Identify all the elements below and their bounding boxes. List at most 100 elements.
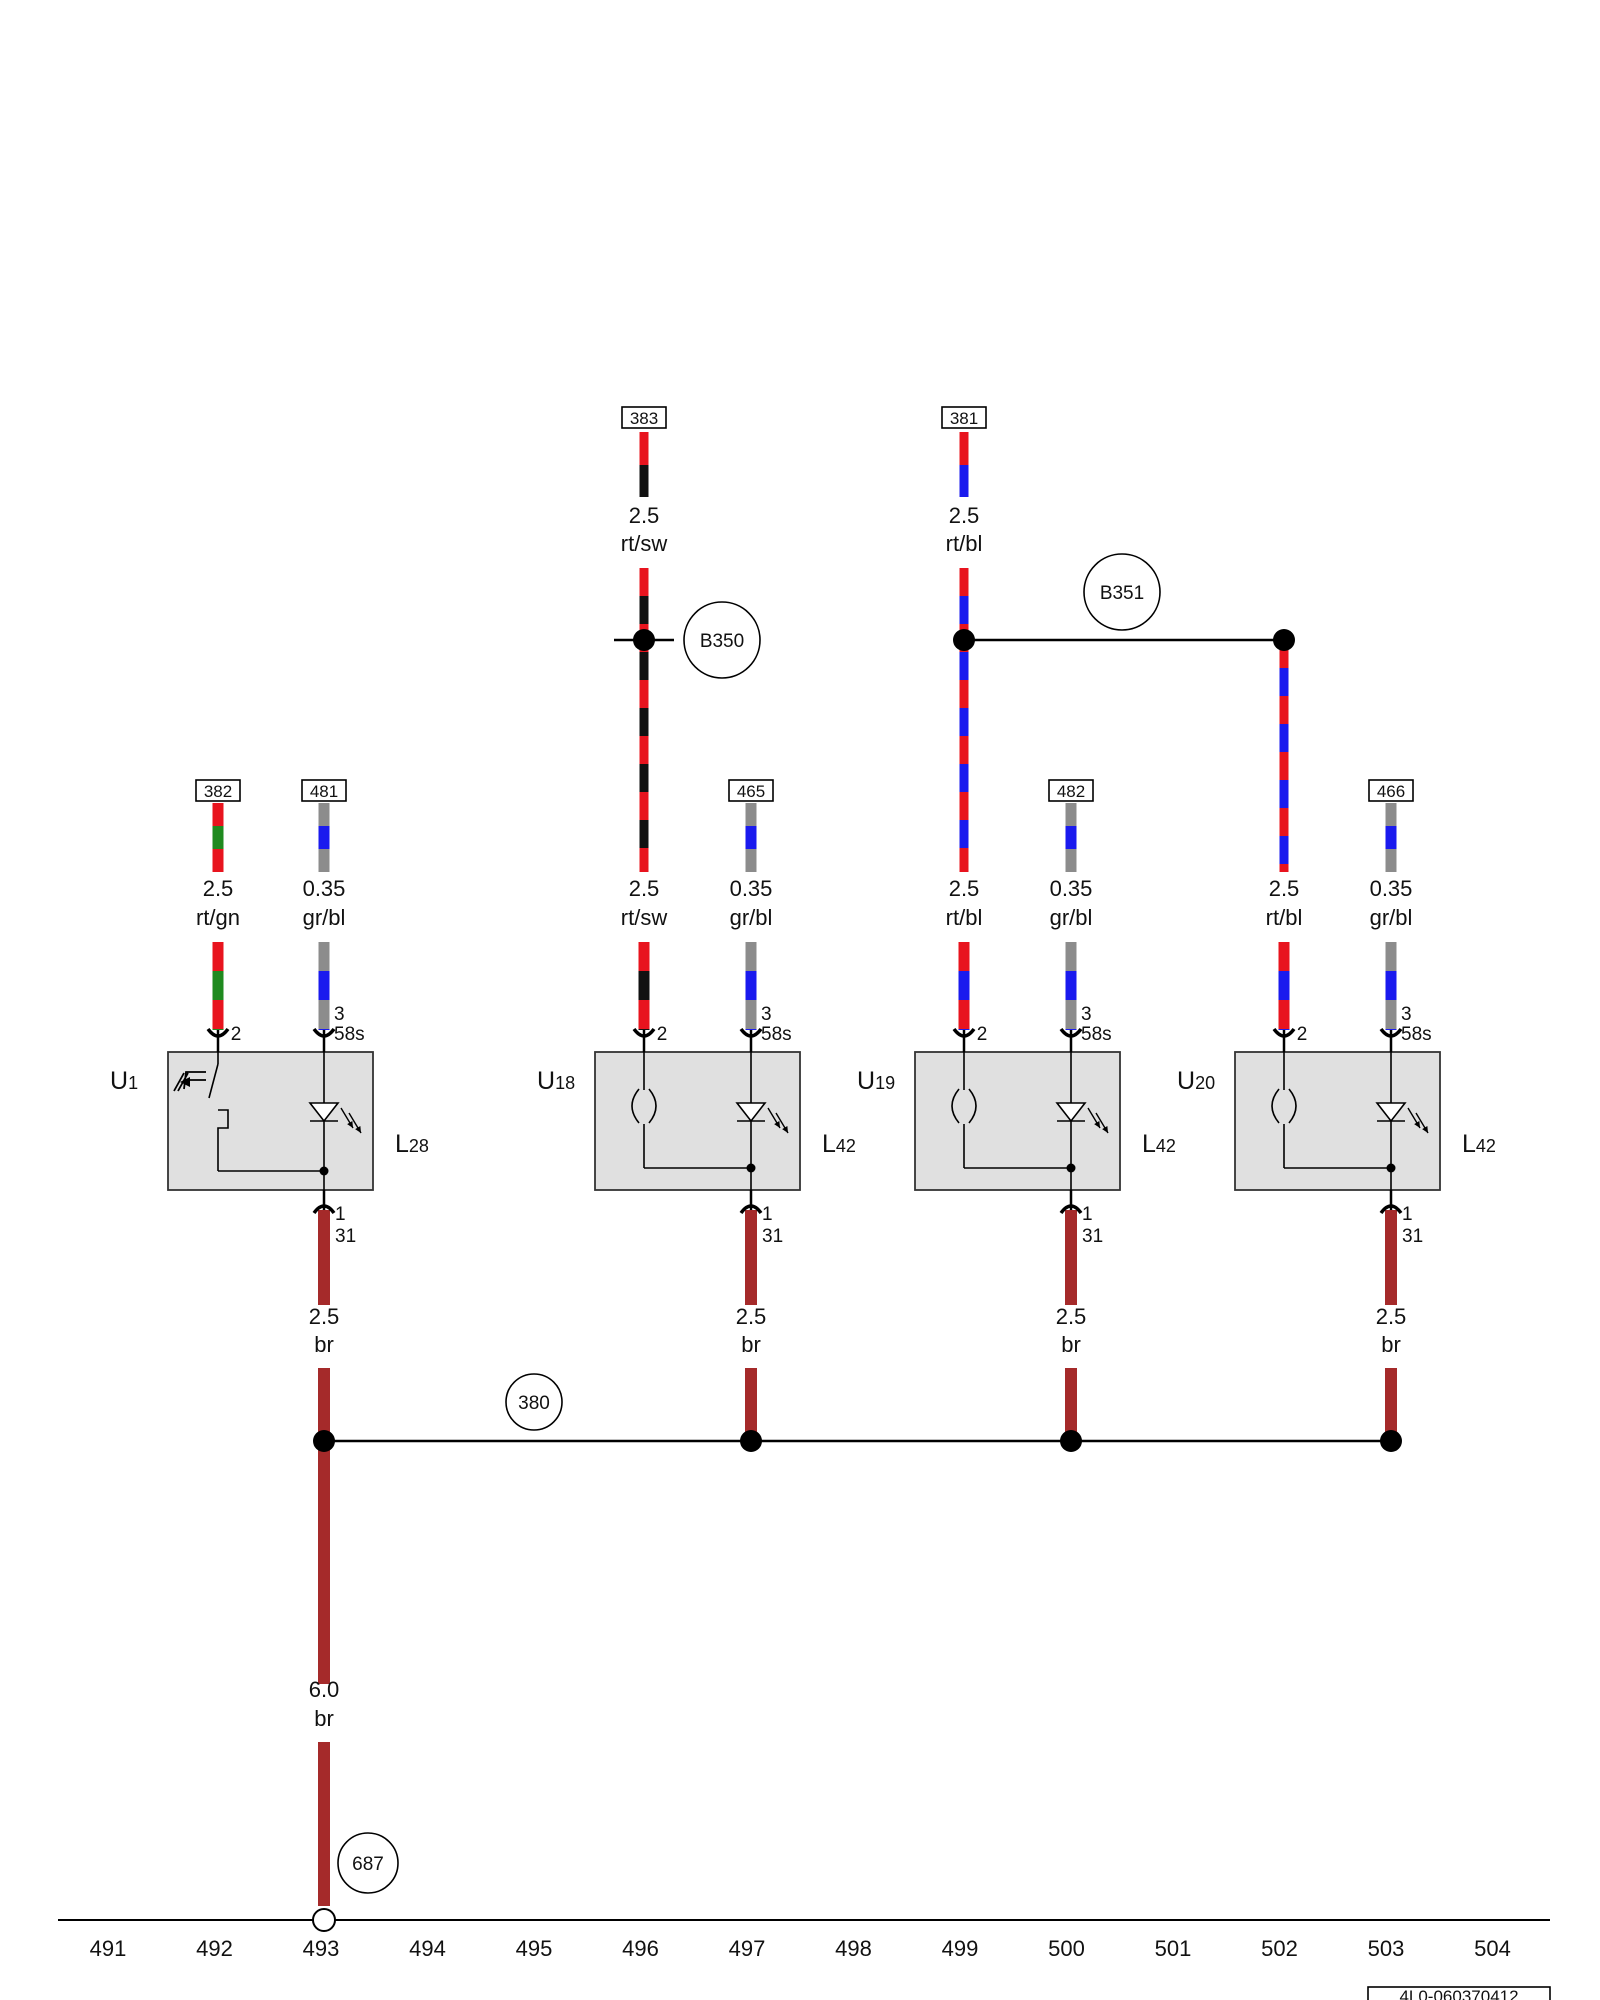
connection-687-label: 687 — [352, 1854, 384, 1875]
feed-wire-upper-482 — [1065, 803, 1077, 826]
internal-junction-dot — [1386, 1163, 1396, 1173]
feed-wire-lower — [638, 942, 650, 971]
wire-381-run — [959, 596, 969, 624]
feed-wire-lower — [318, 971, 330, 1000]
b351-label-circle — [1083, 553, 1161, 631]
wire-381-run — [959, 820, 969, 848]
main-ground-wire-upper — [318, 1441, 330, 1684]
lamp-letter: L — [1462, 1130, 1476, 1158]
feed-wire-ref-382-frame — [195, 779, 241, 802]
internal-junction-dot — [319, 1166, 329, 1176]
feed-wire-color: rt/bl — [1266, 905, 1303, 930]
ground-wire-upper — [1385, 1210, 1397, 1305]
feed-wire-ref-465: 465 — [737, 782, 765, 801]
ground-bus-node — [740, 1430, 762, 1452]
feed-wire-upper-465 — [745, 849, 757, 872]
feed-wire-ref-481-frame — [301, 779, 347, 802]
b351-node-right — [1273, 629, 1295, 651]
feed-wire-lower — [1385, 971, 1397, 1000]
b350-label-circle — [683, 601, 761, 679]
lamp-label: L42 — [822, 1130, 856, 1158]
pin-ground-terminal: 31 — [762, 1226, 783, 1247]
light-arrow-icon-head — [1094, 1121, 1100, 1128]
track-number: 497 — [729, 1936, 766, 1961]
wire-381-run — [959, 680, 969, 708]
feed-wire-lower — [958, 1000, 970, 1029]
wire-383-run — [639, 848, 649, 872]
feed-wire-lower — [212, 942, 224, 971]
feed-wire-color: rt/bl — [946, 905, 983, 930]
wire-383-run — [639, 708, 649, 736]
light-arrow-icon-head — [1414, 1121, 1420, 1128]
component-box-U20 — [1234, 1051, 1441, 1191]
pin-ground-terminal: 31 — [335, 1226, 356, 1247]
wire-381-run — [959, 792, 969, 820]
feed-wire-size: 0.35 — [303, 876, 346, 901]
ground-wire-lower — [745, 1368, 757, 1441]
chassis-ground-point — [312, 1908, 336, 1932]
feed-wire-size: 2.5 — [203, 876, 234, 901]
upper-wire-size: 2.5 — [629, 503, 660, 528]
ground-wire-upper — [318, 1210, 330, 1305]
feed-wire-ref-465-frame — [728, 779, 774, 802]
ground-wire-upper — [1065, 1210, 1077, 1305]
feed-wire-ref-481: 481 — [310, 782, 338, 801]
ground-wire-color: br — [741, 1332, 761, 1357]
upper-wire-381 — [959, 465, 969, 497]
lamp-diode-icon — [308, 1102, 340, 1123]
ground-wire-size: 2.5 — [1056, 1304, 1087, 1329]
lamp-diode-icon — [1055, 1102, 1087, 1123]
feed-wire-lower — [638, 1029, 650, 1030]
feed-wire-lower — [1278, 1029, 1290, 1030]
feed-wire-lower — [1278, 942, 1290, 971]
component-letter: U — [1177, 1067, 1195, 1095]
lamp-label: L42 — [1142, 1130, 1176, 1158]
wire-b351-branch — [1279, 640, 1289, 668]
lamp-diode-icon — [1375, 1102, 1407, 1123]
wire-381-run — [959, 764, 969, 792]
feed-wire-ref-466: 466 — [1377, 782, 1405, 801]
b350-node — [633, 629, 655, 651]
feed-wire-upper-481 — [318, 849, 330, 872]
light-arrow-icon-head — [355, 1126, 361, 1133]
track-number: 503 — [1368, 1936, 1405, 1961]
lamp-index: 42 — [1156, 1136, 1176, 1156]
pin-lamp-terminal: 58s — [761, 1024, 792, 1045]
component-layer — [167, 1027, 1441, 1215]
feed-wire-ref-382: 382 — [204, 782, 232, 801]
ground-bus-node — [1380, 1430, 1402, 1452]
pin-lamp-number: 3 — [334, 1004, 345, 1025]
feed-wire-lower — [958, 971, 970, 1000]
feed-wire-lower — [212, 1029, 224, 1030]
component-label: U20 — [1177, 1067, 1215, 1095]
b350-label: B350 — [700, 631, 744, 652]
main-ground-wire-lower — [318, 1742, 330, 1906]
socket-left-icon — [951, 1088, 960, 1124]
upper-wire-ref-383: 383 — [630, 409, 658, 428]
feed-wire-color: gr/bl — [1050, 905, 1093, 930]
wire-b351-branch — [1279, 724, 1289, 752]
ground-wire-lower — [1385, 1368, 1397, 1441]
wire-b351-branch — [1279, 864, 1289, 872]
feed-wire-lower — [212, 1000, 224, 1029]
upper-wire-ref-381-frame — [941, 406, 987, 429]
feed-wire-upper-481 — [318, 826, 330, 849]
ground-wire-size: 2.5 — [736, 1304, 767, 1329]
socket-left-icon — [1271, 1088, 1280, 1124]
feed-wire-lower — [318, 1000, 330, 1029]
b351-label: B351 — [1100, 583, 1144, 604]
wire-383-run — [639, 764, 649, 792]
component-index: 20 — [1195, 1073, 1215, 1093]
wire-381-run — [959, 848, 969, 872]
upper-wire-color: rt/bl — [946, 531, 983, 556]
feed-wire-upper-482 — [1065, 849, 1077, 872]
track-number: 493 — [303, 1936, 340, 1961]
wire-381-run — [959, 708, 969, 736]
feed-wire-lower — [212, 971, 224, 1000]
feed-wire-lower — [745, 942, 757, 971]
light-arrow-icon-head — [782, 1126, 788, 1133]
wire-383-run — [639, 680, 649, 708]
feed-wire-ref-466-frame — [1368, 779, 1414, 802]
wire-383-run — [639, 792, 649, 820]
light-arrow-icon-head — [347, 1121, 353, 1128]
